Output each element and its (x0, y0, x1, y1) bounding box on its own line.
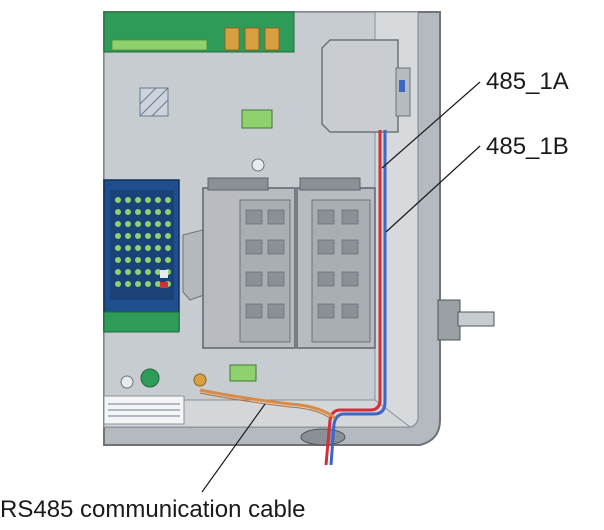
bottom-cable-gland (300, 428, 346, 446)
label-485-1b: 485_1B (486, 133, 569, 160)
warning-label (103, 395, 185, 425)
green-connector-bottom (229, 364, 257, 382)
pcb-board (103, 11, 295, 53)
leader-line-485-1a (381, 81, 481, 169)
label-rs485-cable: RS485 communication cable (0, 496, 306, 523)
green-connector-top (241, 109, 273, 129)
junction-box (321, 39, 411, 133)
screw-bottom-left (120, 375, 134, 389)
power-supply (103, 179, 180, 333)
rs485-cable (199, 388, 336, 420)
cable-gland-top (193, 373, 207, 387)
leader-line-485-1b (385, 145, 481, 233)
label-plate (139, 87, 169, 117)
screw-top (251, 158, 265, 172)
door-latch (437, 299, 495, 341)
leader-line-rs485 (201, 403, 266, 493)
wire-485-1b (329, 130, 387, 466)
label-485-1a: 485_1A (486, 68, 569, 95)
network-switch-left (202, 177, 296, 349)
grounding-stud (140, 368, 160, 388)
network-switch-right (296, 177, 376, 349)
